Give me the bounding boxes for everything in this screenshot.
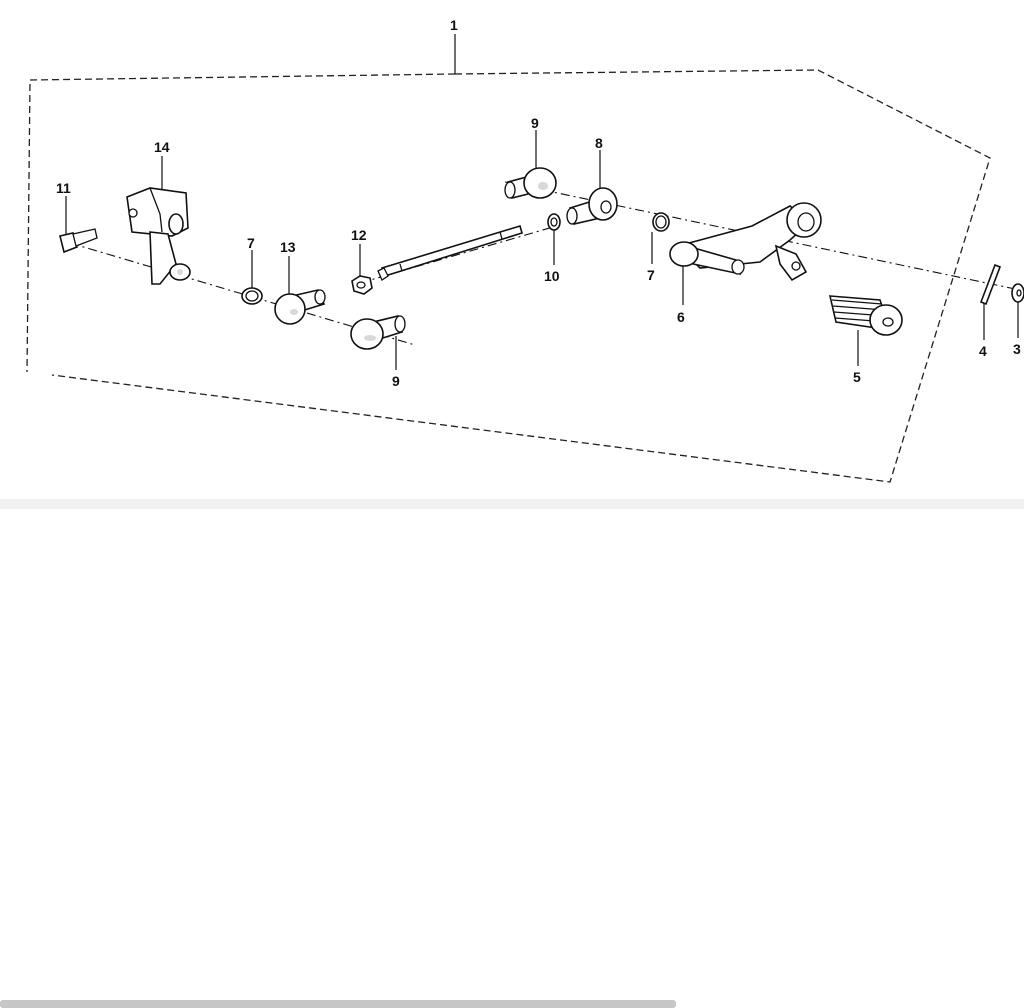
assembly-boundary xyxy=(26,34,991,483)
part-9-joint-end-top xyxy=(504,130,557,199)
callout-7-left: 7 xyxy=(247,235,255,251)
part-7-oring-right xyxy=(651,212,670,264)
part-3-washer xyxy=(1011,283,1024,338)
part-shift-rod xyxy=(377,224,523,281)
callout-8: 8 xyxy=(595,135,603,151)
part-8-rod-end xyxy=(566,150,618,225)
callout-4: 4 xyxy=(979,343,987,359)
callout-5: 5 xyxy=(853,369,861,385)
callout-9-top: 9 xyxy=(531,115,539,131)
part-14-shift-arm xyxy=(126,156,191,285)
callout-6: 6 xyxy=(677,309,685,325)
callout-13: 13 xyxy=(280,239,296,255)
part-13-ball-joint xyxy=(274,256,326,325)
part-5-pedal-rubber xyxy=(828,295,903,366)
callout-9-bottom: 9 xyxy=(392,373,400,389)
part-7-oring-left xyxy=(241,250,263,305)
scrollbar-thumb[interactable] xyxy=(0,1000,676,1008)
part-6-shift-lever xyxy=(669,202,822,305)
part-9-joint-end-bottom xyxy=(350,315,406,370)
callout-12: 12 xyxy=(351,227,367,243)
callout-14: 14 xyxy=(154,139,170,155)
callout-1: 1 xyxy=(450,17,458,33)
part-11-bolt xyxy=(59,196,98,254)
callout-7-right: 7 xyxy=(647,267,655,283)
part-10-nut xyxy=(547,213,561,265)
part-12-nut xyxy=(351,244,373,295)
exploded-parts-diagram: 1 3 4 5 6 7 7 8 9 9 10 11 12 13 14 xyxy=(26,17,1024,483)
horizontal-scrollbar[interactable] xyxy=(0,499,1024,1008)
callout-3: 3 xyxy=(1013,341,1021,357)
callout-10: 10 xyxy=(544,268,560,284)
part-4-clip xyxy=(979,263,1002,340)
callout-11: 11 xyxy=(56,180,71,196)
